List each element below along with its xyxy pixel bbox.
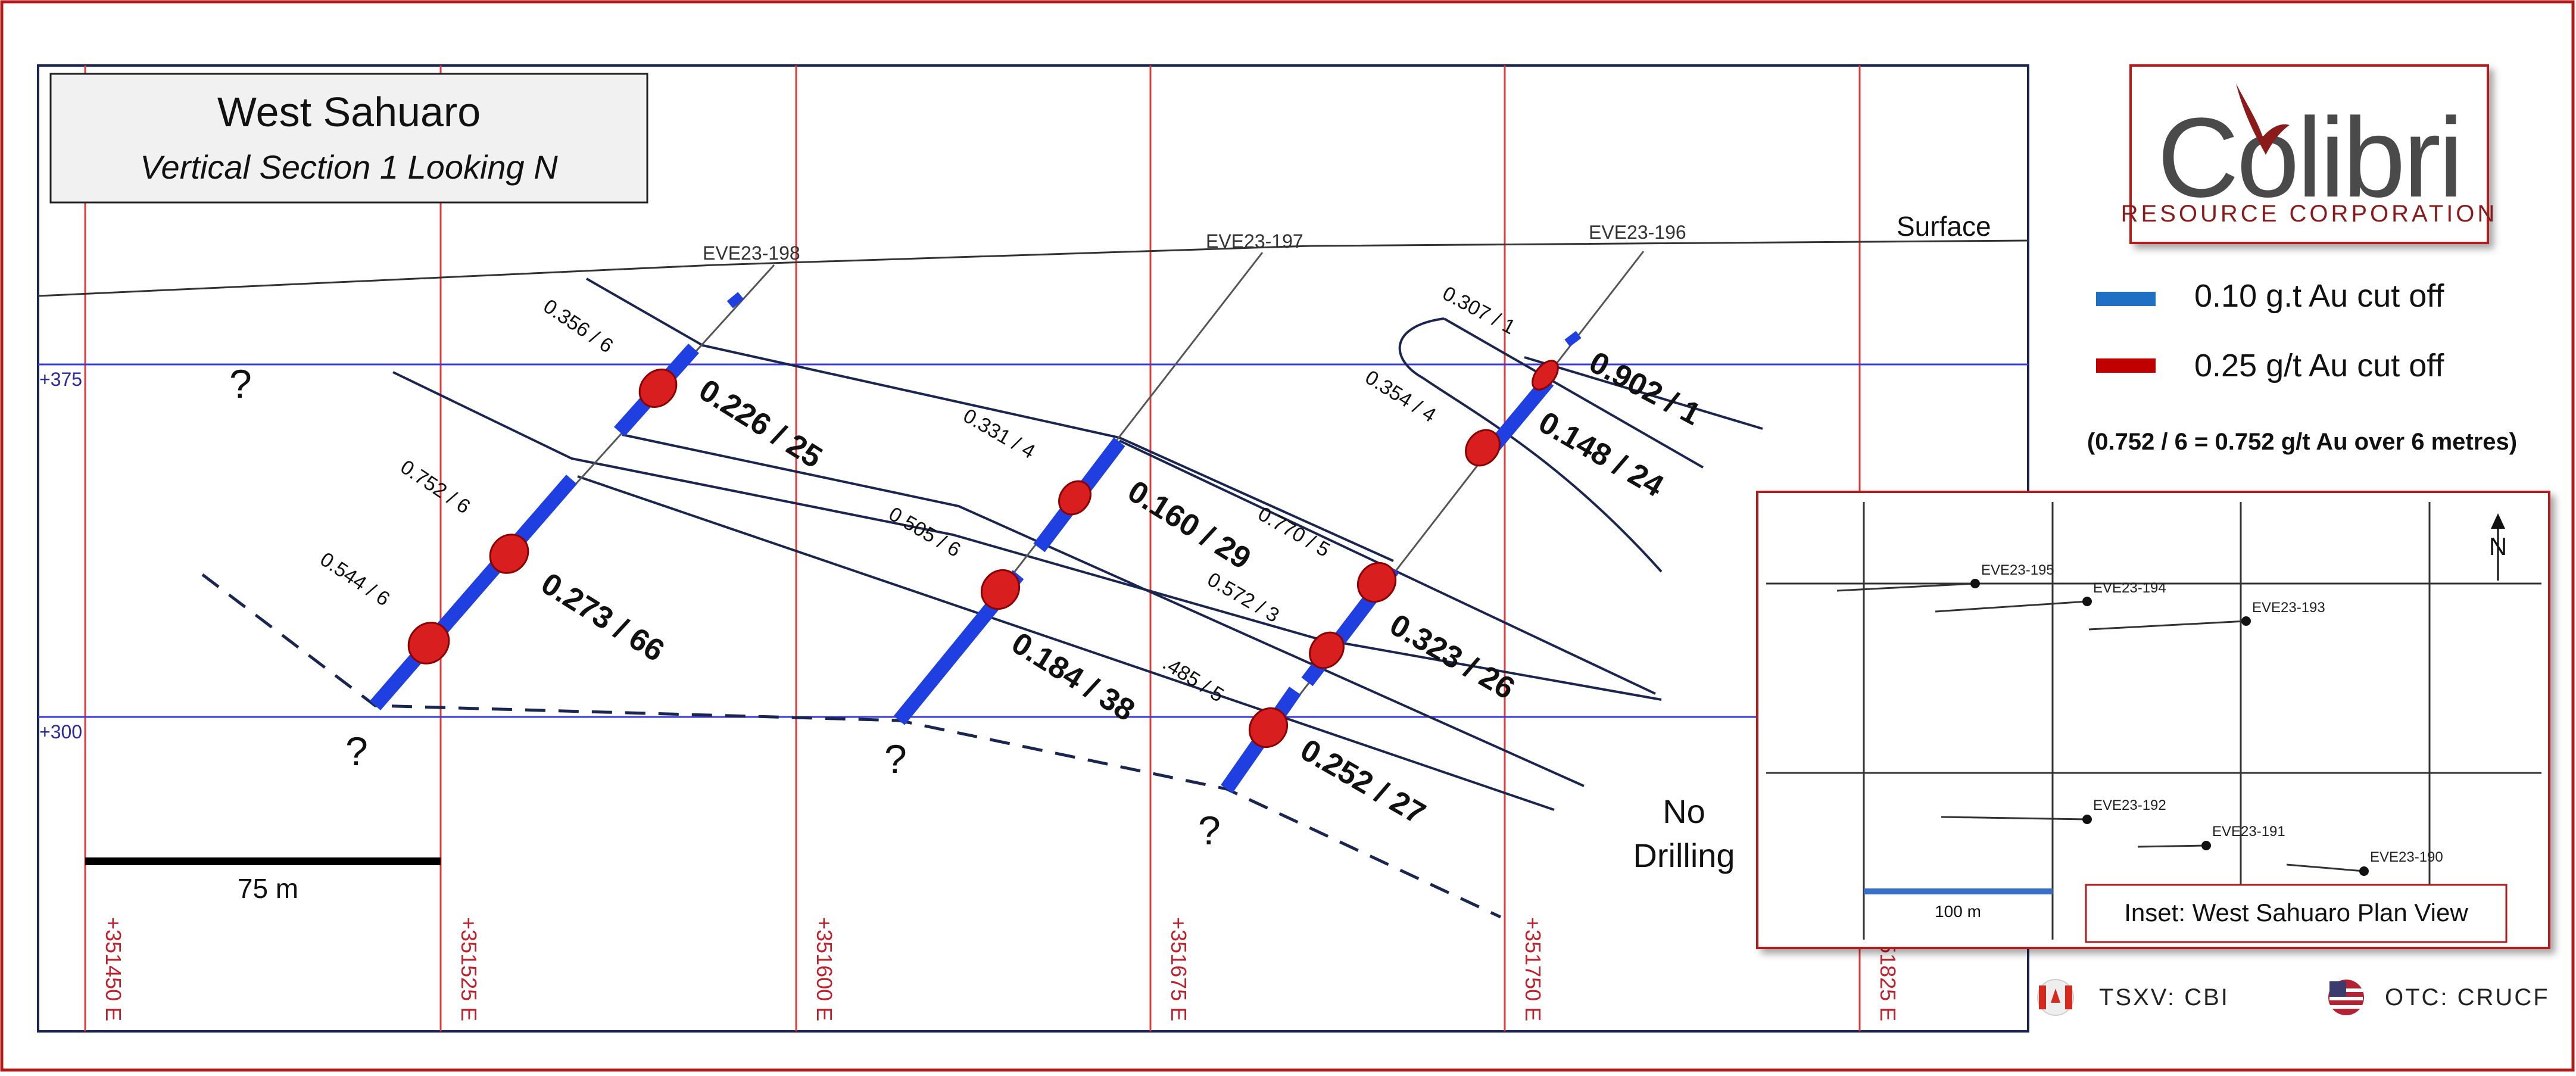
red-interval <box>1465 429 1501 467</box>
logo-wordmark: Colibri <box>2157 95 2461 221</box>
surface-label: Surface <box>1897 211 1991 242</box>
unknown-mark: ? <box>345 729 368 774</box>
stock-tickers: TSXV: CBI OTC: CRUCF <box>2037 979 2550 1016</box>
inset-hole-collar <box>2359 866 2369 876</box>
red-interval <box>1309 631 1345 669</box>
blue-interval <box>726 292 744 308</box>
inset-frame <box>1756 491 2550 949</box>
title-box-frame <box>49 73 648 204</box>
red-interval <box>1058 480 1091 516</box>
inset-hole-trace <box>2137 844 2207 848</box>
inset-hole-collar <box>2201 841 2211 850</box>
scale-bar-label: 75 m <box>238 873 298 904</box>
zone-outline <box>392 371 1662 701</box>
north-label: N <box>2489 532 2507 560</box>
legend-label-blue: 0.10 g.t Au cut off <box>2194 278 2444 314</box>
legend-note: (0.752 / 6 = 0.752 g/t Au over 6 metres) <box>2087 429 2517 455</box>
inset-hole-name: EVE23-193 <box>2252 600 2325 616</box>
inset-hole-collar <box>1970 579 1980 588</box>
usa-flag-icon <box>2328 980 2364 1015</box>
logo-content: Colibri RESOURCE CORPORATION <box>2121 83 2498 227</box>
zone-outline <box>1398 317 1663 573</box>
hummingbird-icon <box>2236 83 2290 155</box>
elevation-grid: +375 +300 <box>38 363 2028 743</box>
inset-caption: Inset: West Sahuaro Plan View <box>2124 899 2468 927</box>
inset-hole-trace <box>2088 620 2247 631</box>
zone-outline <box>622 433 1585 787</box>
inset-hole-collars <box>1970 579 2369 876</box>
hole-name: EVE23-198 <box>703 242 800 264</box>
no-drilling-label-line2: Drilling <box>1633 837 1735 874</box>
red-interval <box>1532 360 1559 391</box>
unknown-mark: ? <box>229 361 252 407</box>
easting-label: +351750 E <box>1521 917 1545 1021</box>
easting-label: +351675 E <box>1167 917 1191 1021</box>
legend-swatch-red <box>2096 358 2156 373</box>
inset-hole-name: EVE23-190 <box>2370 849 2443 865</box>
elevation-label-375: +375 <box>39 369 82 390</box>
inset-hole-trace <box>1836 582 1976 592</box>
easting-label: +351450 E <box>101 917 126 1021</box>
surface-line <box>38 239 2029 297</box>
logo-tagline: RESOURCE CORPORATION <box>2121 201 2498 227</box>
red-interval <box>980 569 1021 610</box>
title-sub: Vertical Section 1 Looking N <box>140 148 558 186</box>
inset-hole-collar <box>2082 815 2092 824</box>
company-logo <box>2129 64 2489 244</box>
inset-scale-bar <box>1864 888 2053 894</box>
inset-caption-box <box>2085 884 2508 943</box>
legend-label-red: 0.25 g/t Au cut off <box>2194 348 2444 383</box>
red-interval <box>1248 707 1289 748</box>
hole-name: EVE23-197 <box>1206 230 1303 252</box>
legend-swatch-blue <box>2096 292 2156 306</box>
zone-outline <box>577 475 1555 811</box>
ticker-tsxv: TSXV: CBI <box>2099 984 2229 1010</box>
inset-hole-trace <box>1941 816 2088 821</box>
inset-hole-name: EVE23-194 <box>2093 580 2166 596</box>
inset-hole-name: EVE23-191 <box>2212 824 2285 840</box>
hole-names: EVE23-198 EVE23-197 EVE23-196 <box>703 222 1686 264</box>
inset-hole-name: EVE23-192 <box>2093 797 2166 813</box>
scale-bar <box>85 857 441 865</box>
inset-scale-label: 100 m <box>1935 902 1981 921</box>
blue-interval <box>369 475 578 710</box>
red-intervals <box>407 360 1559 748</box>
unknown-mark: ? <box>884 737 907 782</box>
inset-hole-traces <box>1836 582 2365 872</box>
inset-hole-name: EVE23-195 <box>1981 562 2054 578</box>
inset-hole-collar <box>2082 597 2092 606</box>
canada-flag-icon <box>2037 979 2074 1016</box>
red-interval <box>489 534 529 574</box>
inset-hole-trace <box>1935 600 2088 613</box>
unknown-marks: ? ? ? ? <box>229 361 1221 853</box>
red-interval <box>638 369 678 408</box>
title-main: West Sahuaro <box>217 89 481 135</box>
inset-hole-collar <box>2241 616 2251 626</box>
zone-outline <box>586 277 1394 562</box>
no-drilling-label-line1: No <box>1663 793 1705 830</box>
zone-outline <box>1524 356 1763 430</box>
red-interval <box>1356 562 1397 603</box>
blue-interval <box>1564 330 1582 347</box>
logo-frame <box>2129 64 2489 244</box>
inset-hole-trace <box>2286 863 2365 872</box>
north-arrow-icon <box>2491 513 2505 581</box>
zone-outline <box>1443 317 1704 469</box>
ticker-otc: OTC: CRUCF <box>2385 984 2550 1010</box>
inset-grid <box>1766 502 2541 940</box>
red-interval <box>407 622 450 665</box>
easting-label: +351525 E <box>457 917 481 1021</box>
title-box: West Sahuaro Vertical Section 1 Looking … <box>49 73 648 204</box>
inset-plan-view: EVE23-195 EVE23-194 EVE23-193 EVE23-192 … <box>1756 491 2550 949</box>
legend: 0.10 g.t Au cut off 0.25 g/t Au cut off … <box>2087 278 2517 455</box>
elevation-label-300: +300 <box>39 721 82 743</box>
section-frame <box>37 64 2029 1033</box>
hole-name: EVE23-196 <box>1589 222 1686 243</box>
easting-label: +351600 E <box>812 917 837 1021</box>
inset-hole-names: EVE23-195 EVE23-194 EVE23-193 EVE23-192 … <box>1981 562 2443 865</box>
unknown-mark: ? <box>1198 808 1221 853</box>
